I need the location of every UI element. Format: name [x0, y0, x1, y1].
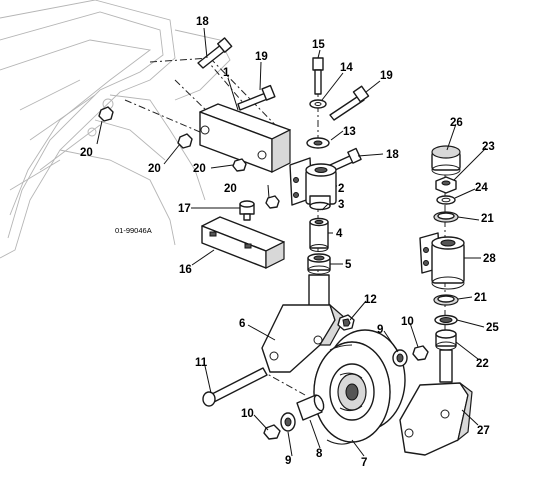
callout-8: 8 — [316, 448, 323, 460]
bolt-19-right — [329, 85, 370, 121]
callout-10-right: 10 — [401, 316, 414, 328]
callout-19-right: 19 — [380, 70, 393, 82]
nut-10-left — [263, 424, 281, 440]
callout-20-b: 20 — [148, 163, 161, 175]
part-11-axle-bolt — [202, 367, 268, 407]
nut-20-d — [265, 195, 280, 209]
callout-9-left: 9 — [285, 455, 291, 467]
washer-24 — [436, 195, 456, 205]
mower-deck-ghost — [0, 0, 231, 259]
callout-20-a: 20 — [80, 147, 93, 159]
callout-10-left: 10 — [241, 408, 254, 420]
bearing-9-right — [392, 349, 408, 367]
callout-21-upper: 21 — [481, 213, 494, 225]
nut-23 — [435, 176, 457, 194]
part-6-caster-fork — [261, 274, 346, 373]
cap-26 — [431, 145, 461, 176]
part-16-block — [201, 216, 285, 269]
bolt-18-upper — [197, 37, 233, 69]
callout-6: 6 — [239, 318, 245, 330]
nut-20-b — [177, 133, 193, 149]
bearing-9-left — [280, 412, 296, 432]
part-17-bumper — [239, 200, 255, 221]
callout-2: 2 — [338, 183, 344, 195]
nut-10-right — [412, 345, 429, 361]
callout-23: 23 — [482, 141, 495, 153]
callout-20-d: 20 — [224, 183, 237, 195]
callout-11: 11 — [195, 357, 208, 369]
callout-labels: 18 19 1 15 14 19 20 13 20 20 18 2 20 3 1… — [80, 16, 499, 469]
leader-lines — [96, 27, 487, 457]
callout-17: 17 — [178, 203, 191, 215]
callout-14: 14 — [340, 62, 353, 74]
part-1-bracket — [199, 103, 291, 173]
part-4-spacer — [309, 217, 329, 252]
diagram-reference: 01-99046A — [115, 226, 152, 235]
part-28-caster-housing — [419, 232, 465, 290]
callout-12: 12 — [364, 294, 377, 306]
callout-20-c: 20 — [193, 163, 206, 175]
callout-21-lower: 21 — [474, 292, 487, 304]
bolt-19-left — [237, 84, 276, 111]
callout-13: 13 — [343, 126, 356, 138]
callout-5: 5 — [345, 259, 352, 271]
callout-26: 26 — [450, 117, 463, 129]
bearing-21-upper — [433, 211, 459, 223]
callout-25: 25 — [486, 322, 499, 334]
part-5-bushing — [307, 253, 331, 275]
callout-19-left: 19 — [255, 51, 268, 63]
callout-1: 1 — [223, 67, 230, 79]
washer-13 — [306, 137, 330, 149]
callout-28: 28 — [483, 253, 496, 265]
callout-4: 4 — [336, 228, 343, 240]
nut-20-c — [232, 158, 247, 172]
part-7-wheel — [313, 329, 406, 445]
nut-12 — [337, 314, 355, 331]
callout-9-right: 9 — [377, 324, 383, 336]
part-27-caster-fork — [399, 349, 473, 456]
callout-7: 7 — [361, 457, 367, 469]
seal-25 — [434, 314, 458, 326]
callout-27: 27 — [477, 425, 490, 437]
bearing-21-lower — [433, 294, 459, 306]
lockwasher-14 — [309, 99, 327, 109]
callout-24: 24 — [475, 182, 488, 194]
cup-22 — [435, 329, 457, 351]
callout-22: 22 — [476, 358, 489, 370]
bolt-15 — [312, 57, 324, 95]
callout-15: 15 — [312, 39, 325, 51]
callout-3: 3 — [338, 199, 344, 211]
callout-16: 16 — [179, 264, 192, 276]
part-8-spacer — [296, 394, 325, 421]
callout-18-lower: 18 — [386, 149, 399, 161]
bolt-18-lower — [329, 147, 362, 172]
callout-18-upper: 18 — [196, 16, 209, 28]
nut-20-a — [98, 106, 114, 122]
part-3-sleeve — [309, 195, 331, 211]
